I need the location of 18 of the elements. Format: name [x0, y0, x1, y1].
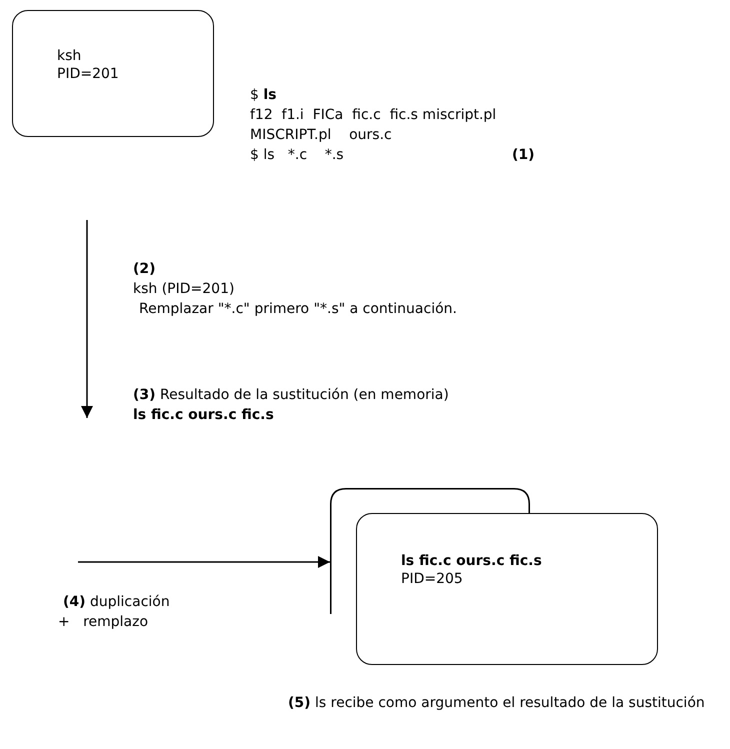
note-text: (3) Resultado de la sustitución (en memoria) [133, 386, 450, 404]
note-text: ls fic.c ours.c fic.s [133, 406, 275, 424]
note-text: ksh (PID=201) [133, 280, 236, 298]
callout-number: (1) [512, 146, 536, 164]
note-text: $ ls [250, 86, 278, 104]
note-text: MISCRIPT.pl ours.c [250, 126, 393, 144]
process-label: ksh PID=201 [57, 47, 120, 84]
note-text: $ ls *.c *.s [250, 146, 345, 164]
note-text: (4) duplicación [63, 593, 171, 612]
process-label: PID=205 [401, 570, 463, 588]
note-text: f12 f1.i FICa fic.c fic.s miscript.pl [250, 106, 498, 124]
arrow [78, 556, 330, 568]
note-text: (5) ls recibe como argumento el resultado de la sustitución [288, 694, 706, 712]
process-box [12, 10, 214, 137]
note-text: + remplazo [58, 613, 150, 632]
note-text: (2) [133, 260, 157, 278]
command-text: ls fic.c ours.c fic.s [401, 552, 542, 570]
note-text: Remplazar "*.c" primero "*.s" a continuación. [139, 300, 458, 318]
